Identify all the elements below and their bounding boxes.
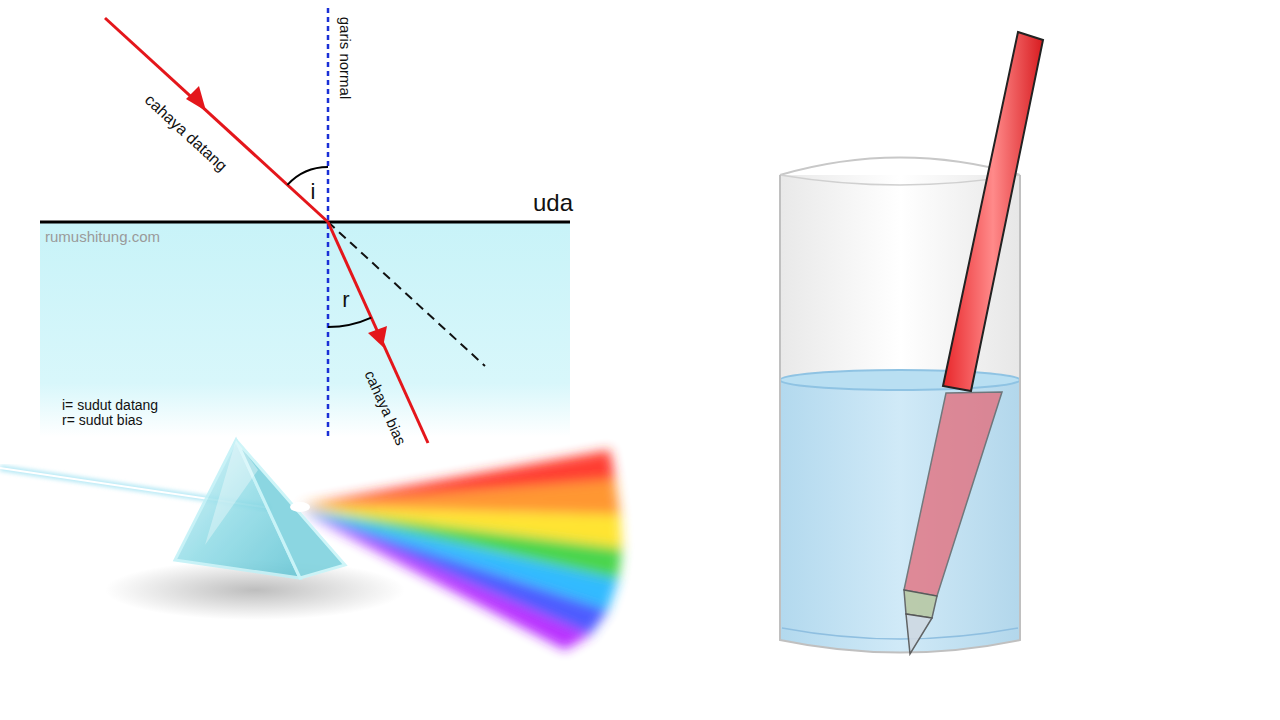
arrow-head (368, 326, 387, 347)
angle-arc (328, 318, 371, 327)
ray-label: cahaya datang (141, 91, 230, 175)
incident-ray (105, 18, 328, 222)
legend-note: r= sudut bias (62, 413, 143, 428)
legend-note: i= sudut datang (62, 398, 158, 413)
medium-label: uda (533, 190, 573, 216)
rainbow (300, 450, 622, 650)
water-region (40, 222, 570, 437)
axis-label: garis normal (337, 17, 354, 100)
arrow-head (186, 86, 206, 111)
prism (175, 440, 345, 578)
watermark: rumushitung.com (45, 229, 160, 246)
angle-arc (287, 167, 328, 185)
interface-line (40, 221, 570, 224)
angle-label: r (342, 288, 349, 312)
angle-label: i (311, 180, 316, 204)
pencil (904, 32, 1043, 654)
extension-line (328, 222, 485, 366)
